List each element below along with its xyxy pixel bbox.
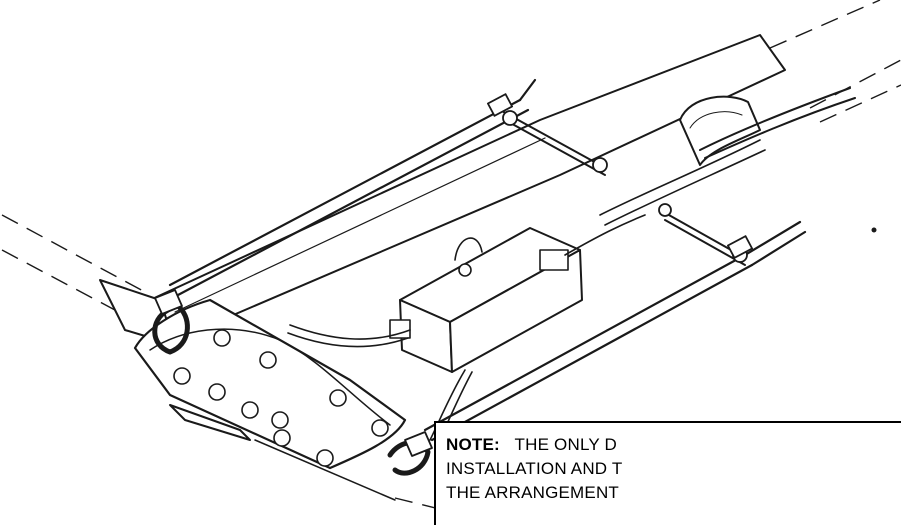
support-rods	[168, 78, 807, 442]
branch-cables	[599, 87, 856, 226]
bolts	[173, 329, 389, 467]
note-label: NOTE:	[446, 435, 500, 454]
clamp-rings	[152, 289, 433, 476]
note-line-1: NOTE: THE ONLY D	[446, 433, 901, 457]
dot-mark	[871, 227, 877, 233]
bolted-joint	[133, 298, 407, 470]
splice-box	[287, 214, 646, 373]
note-line-3: THE ARRANGEMENT	[446, 483, 620, 502]
note-text-1: THE ONLY D	[514, 435, 617, 454]
note-line-2: INSTALLATION AND T	[446, 459, 623, 478]
note-box: NOTE: THE ONLY D INSTALLATION AND T THE …	[434, 421, 901, 525]
cross-bars	[486, 93, 754, 266]
